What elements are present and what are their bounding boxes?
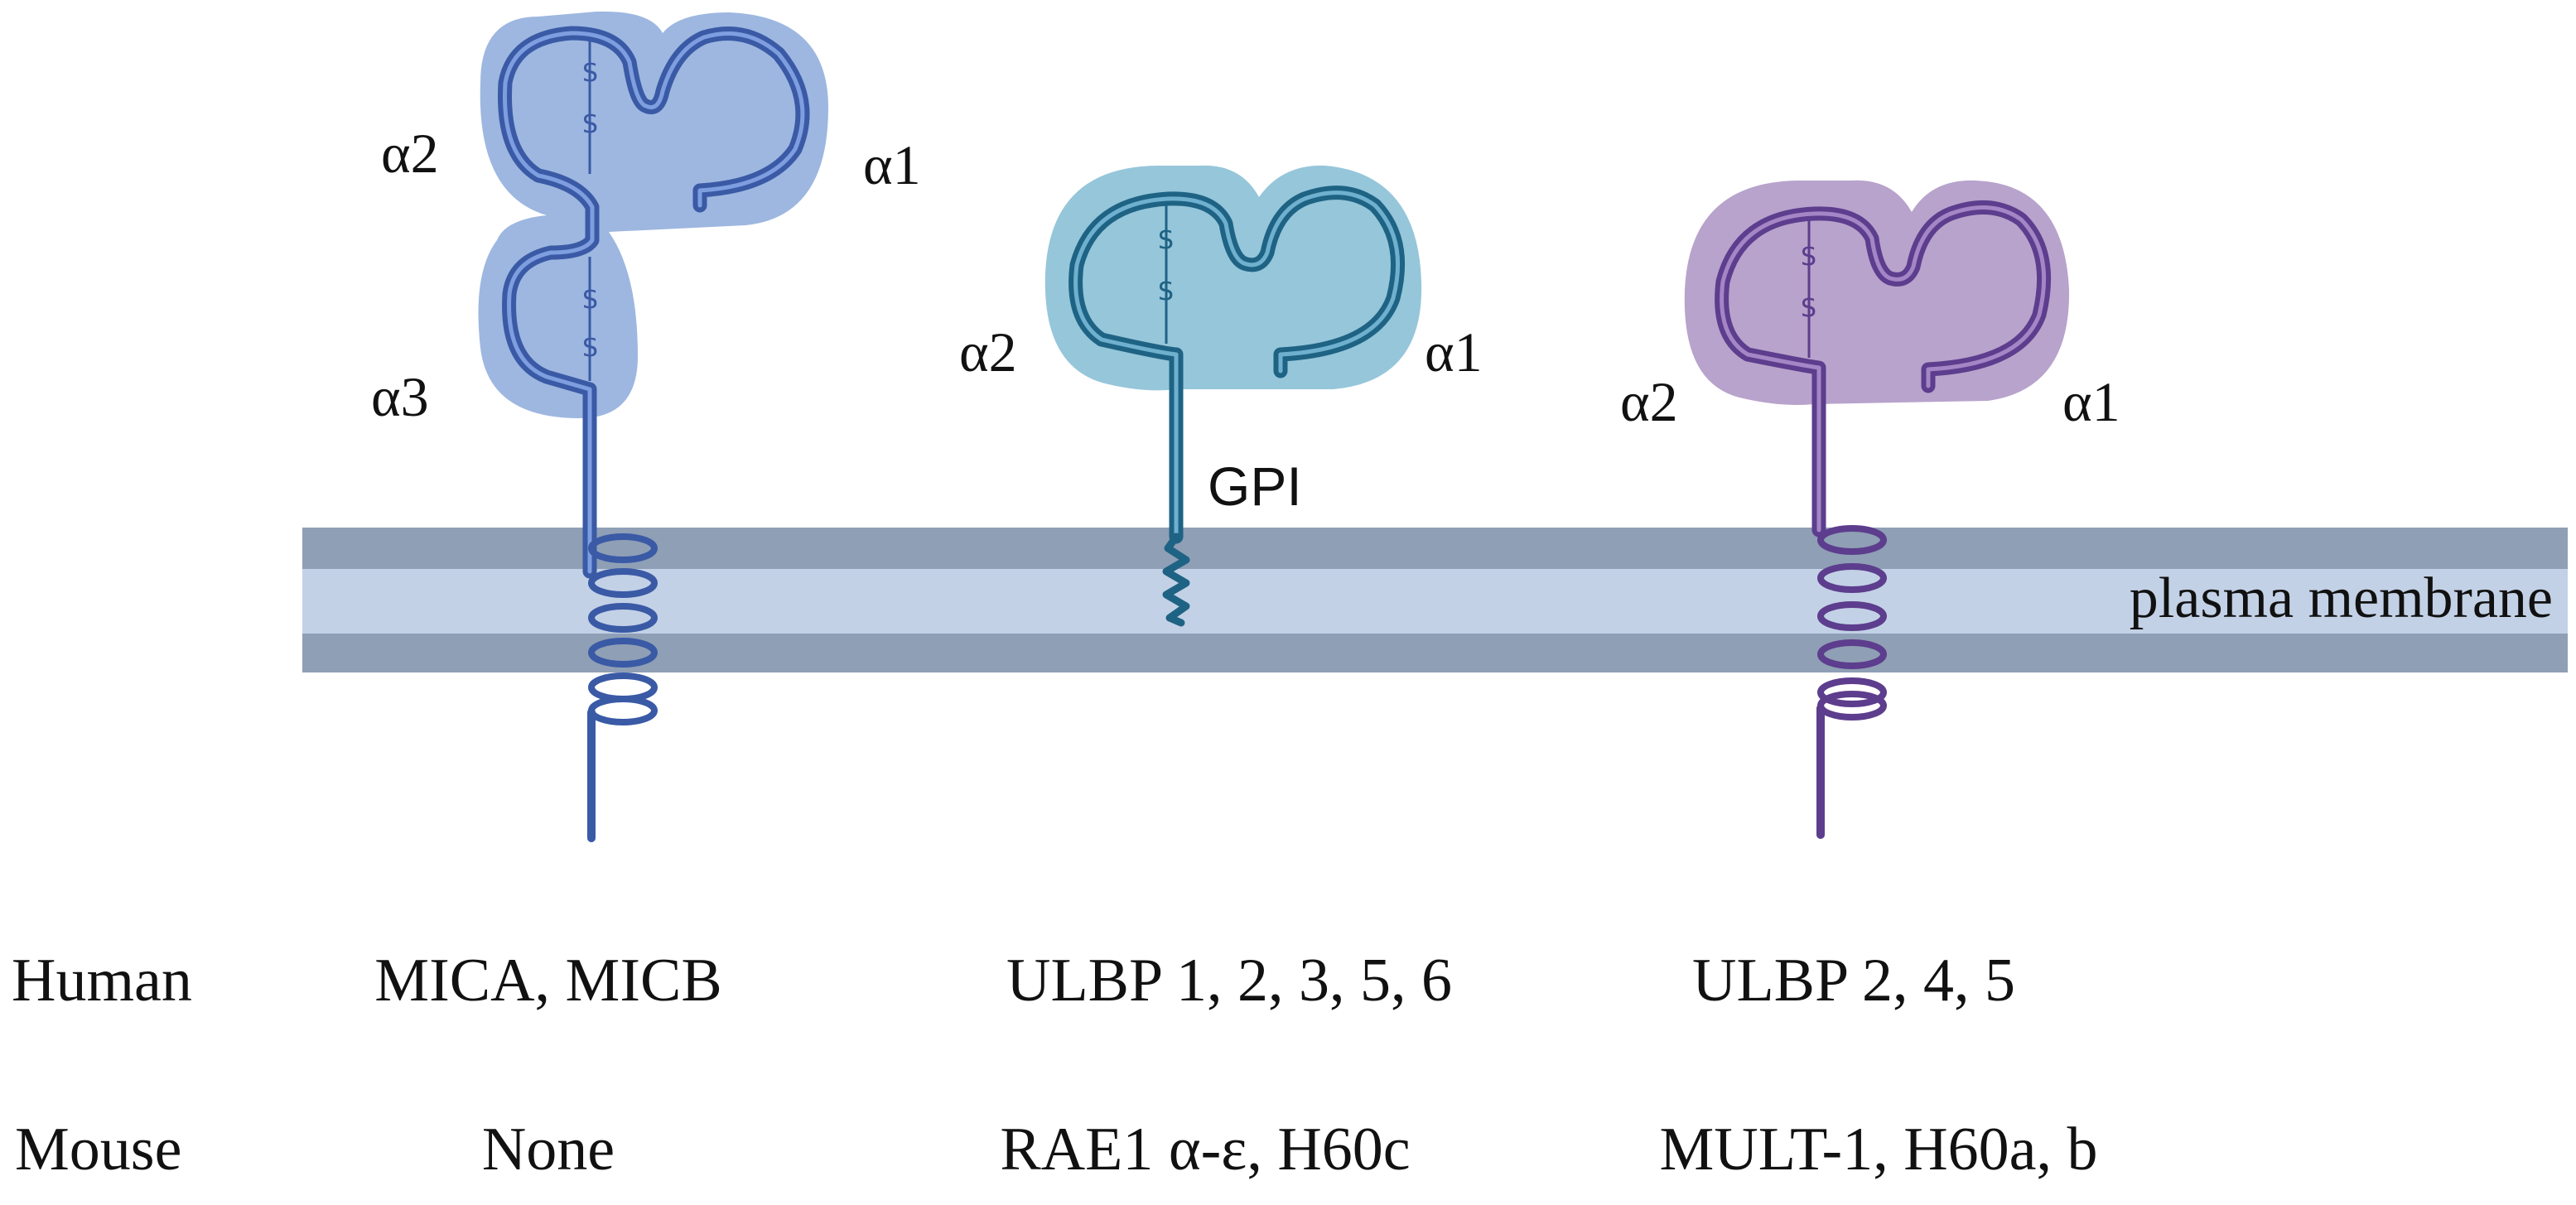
ulbp-gpi-protein: S S α2 α1 GPI [959,165,1483,627]
mic-ss1-a: S [582,59,598,88]
ulbp-gpi-strand-core [1073,190,1401,539]
mic-strand-core [503,31,805,574]
mic-mouse-ligands: None [482,1116,615,1183]
ulbp-tm-a2-label: α2 [1620,370,1678,433]
ulbp-gpi-halo [1044,165,1422,391]
mic-ss2-b: S [582,334,598,363]
ulbp-tm-ss-a: S [1801,243,1816,272]
ulbp-gpi-human-ligands: ULBP 1, 2, 3, 5, 6 [1006,947,1452,1015]
mic-halo [478,11,828,418]
ulbp-gpi-ss-a: S [1158,226,1174,255]
ulbp-tm-ss-b: S [1801,294,1816,323]
mic-protein: S S S S α2 α1 α3 [371,11,921,842]
plasma-membrane: plasma membrane [302,528,2568,672]
ulbp-gpi-mouse-ligands: RAE1 α-ε, H60c [1000,1116,1410,1183]
ulbp-gpi-ss-b: S [1158,277,1174,306]
mic-a1-label: α1 [863,133,921,196]
ulbp-tm-human-ligands: ULBP 2, 4, 5 [1692,947,2015,1015]
membrane-outer-layer-top [302,528,2568,569]
species-table: Human MICA, MICB ULBP 1, 2, 3, 5, 6 ULBP… [12,947,2097,1183]
ulbp-gpi-a1-label: α1 [1425,321,1483,383]
mic-a3-label: α3 [371,365,429,428]
row-label-human: Human [12,947,192,1015]
ulbp-gpi-anchor [1162,533,1190,627]
ulbp-tm-protein: S S α2 α1 [1620,180,2120,839]
membrane-label: plasma membrane [2130,566,2553,630]
mic-ss1-b: S [582,110,598,139]
gpi-anchor-label: GPI [1208,455,1302,517]
ulbp-tm-a1-label: α1 [2062,370,2120,433]
mic-ss2-a: S [582,286,598,315]
membrane-outer-layer-bottom [302,634,2568,672]
mic-a2-label: α2 [381,122,439,185]
row-label-mouse: Mouse [15,1116,181,1183]
ulbp-tm-mouse-ligands: MULT-1, H60a, b [1660,1116,2098,1183]
mic-human-ligands: MICA, MICB [374,947,721,1015]
membrane-inner-layer [302,569,2568,634]
ulbp-tm-strand-core [1720,205,2047,533]
ulbp-tm-halo [1684,180,2070,405]
ulbp-gpi-a2-label: α2 [959,321,1017,383]
